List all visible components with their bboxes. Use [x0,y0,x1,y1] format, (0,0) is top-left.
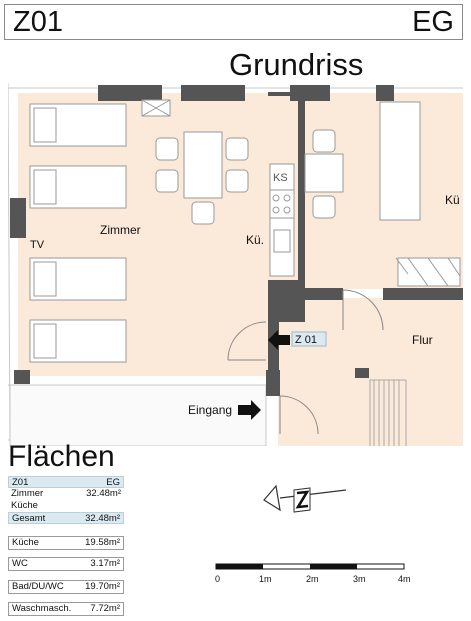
scale-bar: 0 1m 2m 3m 4m [215,563,411,584]
header-bar: Z01 EG [4,4,463,40]
summary-table: Z01 EG Zimmer 32.48m² Küche Gesamt 32.48… [8,476,124,524]
north-arrow-icon [263,484,347,513]
label-zimmer: Zimmer [100,223,141,237]
page-title: Grundriss [229,47,364,82]
summary-total-row: Gesamt 32.48m² [8,512,124,524]
unit-tag: Z 01 [295,334,317,346]
areas-heading: Flächen [8,440,115,473]
label-kueche-small: Kü. [246,233,264,247]
area-row-waschmasch: Waschmasch.7.72m² [8,602,124,616]
floor-plan: Zimmer Kü. Kü Flur KS TV Eingang Z 01 [8,82,463,446]
summary-row-kueche: Küche [11,500,38,511]
summary-row-zimmer: Zimmer 32.48m² [11,488,121,499]
unit-entry-arrow [268,330,290,350]
label-tv: TV [30,239,45,251]
label-ks: KS [273,172,288,184]
unit-id: Z01 [13,6,63,38]
label-kueche-right: Kü [445,193,460,207]
label-flur: Flur [412,333,433,347]
scale-tick-4: 4m [398,574,411,584]
scale-tick-2: 2m [306,574,319,584]
summary-header-row: Z01 EG [8,476,124,488]
entrance-arrow [238,400,261,420]
scale-tick-0: 0 [215,574,220,584]
label-eingang: Eingang [188,403,232,417]
floor-id: EG [412,6,454,38]
scale-tick-3: 3m [353,574,366,584]
scale-tick-1: 1m [259,574,272,584]
